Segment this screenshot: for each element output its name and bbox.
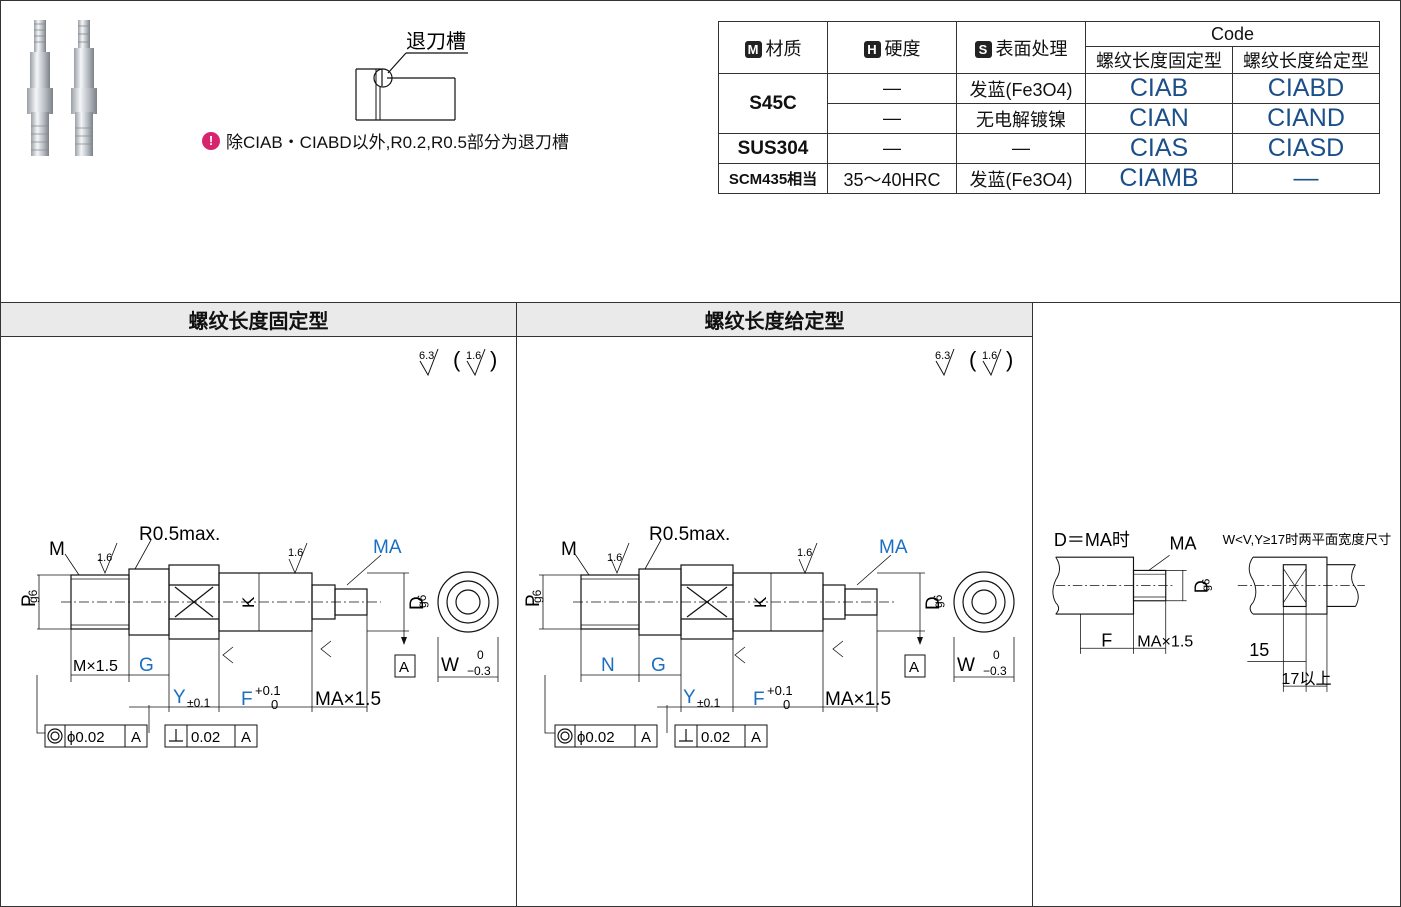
drawing-fixed: 6.3 ( 1.6 ) <box>19 347 499 748</box>
svg-text:A: A <box>909 659 919 676</box>
panel-title-fixed: 螺纹长度固定型 <box>1 303 516 337</box>
datum-A: A <box>399 659 409 676</box>
header-code: Code <box>1085 21 1380 47</box>
svg-text:±0.1: ±0.1 <box>697 696 721 710</box>
section-divider <box>0 302 1401 303</box>
dim-N: N <box>601 655 615 676</box>
groove-detail: 退刀槽 <box>355 30 468 121</box>
svg-text:ϕ0.02: ϕ0.02 <box>577 729 615 746</box>
groove-label: 退刀槽 <box>406 30 466 53</box>
svg-text:0: 0 <box>993 648 1000 662</box>
svg-text:R0.5max.: R0.5max. <box>649 524 730 545</box>
table-row: — 无电解镀镍 CIAN CIAND <box>719 103 1380 134</box>
svg-text:−0.3: −0.3 <box>983 664 1007 678</box>
svg-text:1.6: 1.6 <box>288 547 303 559</box>
svg-text:+0.1: +0.1 <box>255 683 281 698</box>
dim-R: R0.5max. <box>139 524 220 545</box>
dim-Y: Y <box>173 687 186 708</box>
svg-text:D: D <box>1191 580 1211 593</box>
svg-text:(: ( <box>969 347 977 372</box>
note-text: 除CIAB・CIABD以外,R0.2,R0.5部分为退刀槽 <box>226 133 569 152</box>
svg-text:W: W <box>957 655 975 676</box>
table-row: SUS304 — — CIAS CIASD <box>718 133 1380 164</box>
svg-text:0.02: 0.02 <box>191 729 220 746</box>
side-condition: W<V,Y≥17时两平面宽度尺寸 <box>1223 531 1392 547</box>
svg-text:−0.3: −0.3 <box>467 664 491 678</box>
dim-M: M <box>49 539 65 560</box>
svg-text:1.6: 1.6 <box>97 552 112 564</box>
dim-W: W <box>441 655 459 676</box>
alert-icon: ! <box>202 131 220 150</box>
dim-F: F <box>241 689 253 710</box>
header-code-fixed: 螺纹长度固定型 <box>1085 46 1233 74</box>
svg-text:P: P <box>523 594 544 607</box>
svg-text:g6: g6 <box>530 589 544 603</box>
drawing-given: 6.3 ( 1.6 ) <box>523 347 1015 748</box>
drawing-side-details: D＝MA时 MA D g6 F MA×1.5 W<V,Y≥17时两平面宽度尺寸 … <box>1052 530 1392 692</box>
svg-text:A: A <box>751 729 761 746</box>
dim-MAX15: MA×1.5 <box>315 689 381 710</box>
svg-text:M: M <box>561 539 577 560</box>
svg-text:g6: g6 <box>1200 579 1212 592</box>
svg-text:17以上: 17以上 <box>1281 670 1331 688</box>
svg-text:A: A <box>641 729 651 746</box>
svg-text:15: 15 <box>1249 640 1269 660</box>
panel-divider <box>1032 302 1033 906</box>
panel-title-given: 螺纹长度给定型 <box>517 303 1032 337</box>
svg-text:+0.1: +0.1 <box>767 683 793 698</box>
groove-note: ! 除CIAB・CIABD以外,R0.2,R0.5部分为退刀槽 <box>202 128 569 153</box>
svg-text:): ) <box>490 347 497 372</box>
svg-text:MA: MA <box>1170 534 1197 554</box>
svg-text:1.6: 1.6 <box>607 552 622 564</box>
svg-text:Y: Y <box>683 687 696 708</box>
svg-text:(: ( <box>453 347 461 372</box>
svg-text:F: F <box>753 689 765 710</box>
svg-text:g6: g6 <box>931 594 945 608</box>
dim-K: K <box>239 596 258 608</box>
panel-divider <box>516 302 517 906</box>
dim-G: G <box>139 655 154 676</box>
svg-text:MA: MA <box>879 537 908 558</box>
table-row: S45C — 发蓝(Fe3O4) CIAB CIABD <box>718 73 1380 134</box>
svg-text:0: 0 <box>783 697 790 712</box>
dim-MX15: M×1.5 <box>73 658 118 675</box>
roughness-label: 1.6 <box>466 350 481 362</box>
svg-text:MA×1.5: MA×1.5 <box>825 689 891 710</box>
svg-text:0: 0 <box>271 697 278 712</box>
svg-text:0.02: 0.02 <box>701 729 730 746</box>
svg-text:g6: g6 <box>415 594 429 608</box>
svg-text:A: A <box>241 729 251 746</box>
svg-text:1.6: 1.6 <box>797 547 812 559</box>
material-badge-icon: M <box>744 41 762 59</box>
svg-text:F: F <box>1101 630 1112 650</box>
svg-text:K: K <box>751 596 770 608</box>
svg-text:A: A <box>131 729 141 746</box>
svg-text:MA×1.5: MA×1.5 <box>1137 632 1193 650</box>
dim-MA: MA <box>373 537 402 558</box>
svg-text:1.6: 1.6 <box>982 350 997 362</box>
svg-text:D: D <box>923 596 944 610</box>
svg-text:G: G <box>651 655 666 676</box>
svg-text:ϕ0.02: ϕ0.02 <box>67 729 105 746</box>
product-photo <box>27 20 97 156</box>
svg-text:0: 0 <box>477 648 484 662</box>
dim-D: D <box>407 596 428 610</box>
svg-text:6.3: 6.3 <box>935 350 950 362</box>
hardness-badge-icon: H <box>863 41 881 59</box>
roughness-label: 6.3 <box>419 350 434 362</box>
side-d-eq: D＝MA时 <box>1054 530 1130 550</box>
dim-P: P <box>19 594 40 607</box>
svg-text:g6: g6 <box>26 589 40 603</box>
header-code-given: 螺纹长度给定型 <box>1232 46 1380 74</box>
table-row: SCM435相当 35～40HRC 发蓝(Fe3O4) CIAMB — <box>718 163 1380 194</box>
svg-text:): ) <box>1006 347 1013 372</box>
surface-badge-icon: S <box>974 41 992 59</box>
svg-text:±0.1: ±0.1 <box>187 696 211 710</box>
